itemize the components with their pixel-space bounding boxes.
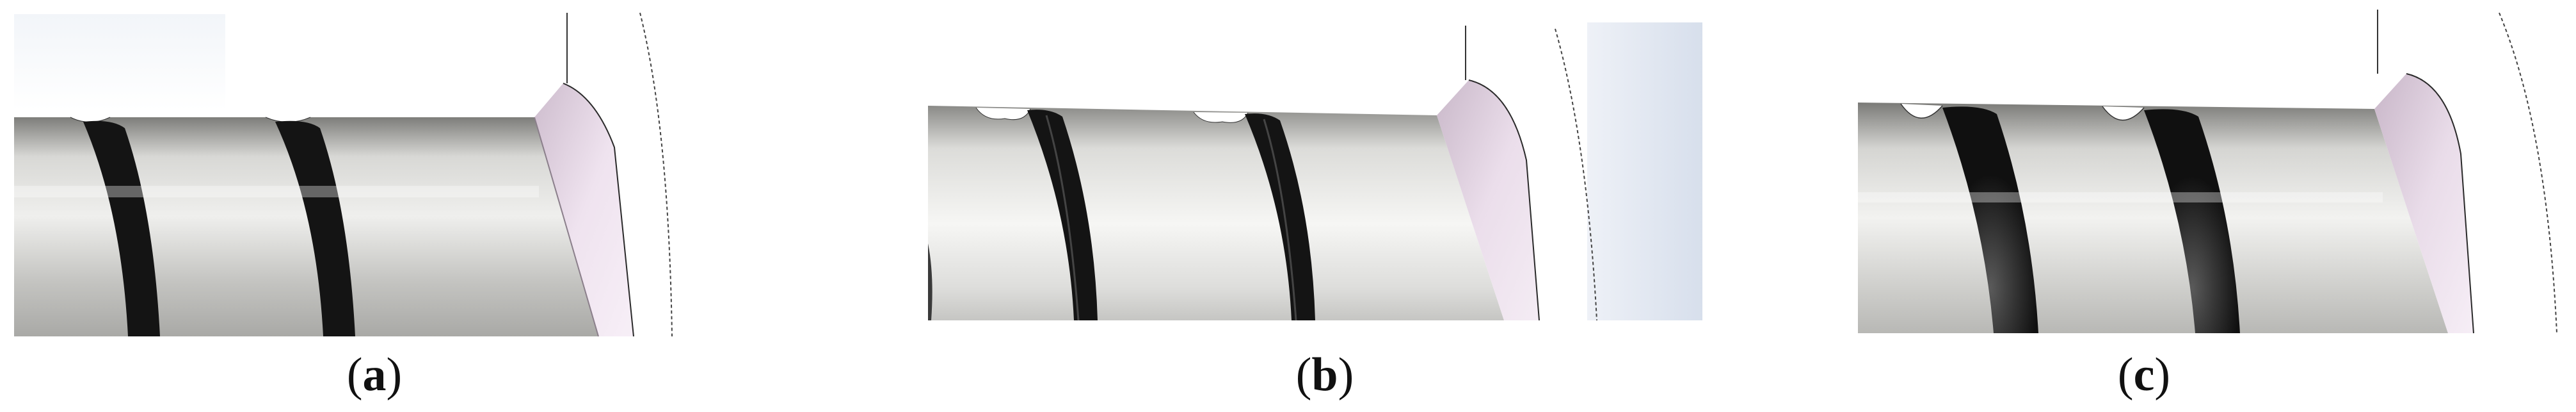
o-ring-lip bbox=[1263, 119, 1297, 321]
o-ring bbox=[275, 120, 355, 336]
groove-notch bbox=[2102, 106, 2145, 121]
caption-c: (c) bbox=[2117, 349, 2171, 401]
panel-a: (a) bbox=[0, 0, 736, 412]
shoulder-outline bbox=[563, 83, 634, 337]
caption-a: (a) bbox=[346, 349, 403, 401]
shaft-render-a bbox=[14, 12, 673, 337]
shoulder-chamfer bbox=[534, 83, 634, 336]
o-ring bbox=[1027, 110, 1098, 320]
background-panel bbox=[1587, 22, 1702, 320]
panel-c: (c) bbox=[1853, 0, 2576, 412]
shaft-render-c bbox=[1858, 10, 2557, 334]
highlight-band bbox=[14, 186, 539, 197]
shaft-body bbox=[928, 106, 1504, 320]
shoulder-outline bbox=[2406, 73, 2474, 334]
o-ring bbox=[83, 120, 160, 336]
outer-arc bbox=[2499, 12, 2557, 334]
o-ring bbox=[1942, 106, 2038, 333]
caption-label: a bbox=[362, 349, 387, 401]
groove-notch bbox=[975, 107, 1031, 120]
caption-label: c bbox=[2133, 349, 2155, 401]
shoulder-outline bbox=[1468, 79, 1540, 321]
caption-b: (b) bbox=[1295, 349, 1354, 401]
highlight-band bbox=[1858, 192, 2383, 202]
background-haze bbox=[14, 14, 225, 110]
partial-ring-edge bbox=[928, 243, 932, 320]
outer-arc bbox=[639, 12, 673, 337]
edge-line bbox=[534, 117, 599, 337]
panel-b: (b) bbox=[915, 0, 1702, 412]
shoulder-chamfer bbox=[1437, 80, 1539, 320]
shaft-body bbox=[14, 117, 598, 336]
shoulder-chamfer bbox=[2374, 74, 2474, 333]
caption-label: b bbox=[1311, 349, 1338, 401]
o-ring-lip bbox=[1045, 115, 1080, 321]
o-ring bbox=[2144, 109, 2240, 333]
groove-notch bbox=[1193, 111, 1249, 123]
shaft-render-b bbox=[928, 22, 1702, 321]
o-ring bbox=[1245, 113, 1315, 320]
shaft-body bbox=[1858, 103, 2448, 333]
groove-notch bbox=[1900, 103, 1943, 119]
